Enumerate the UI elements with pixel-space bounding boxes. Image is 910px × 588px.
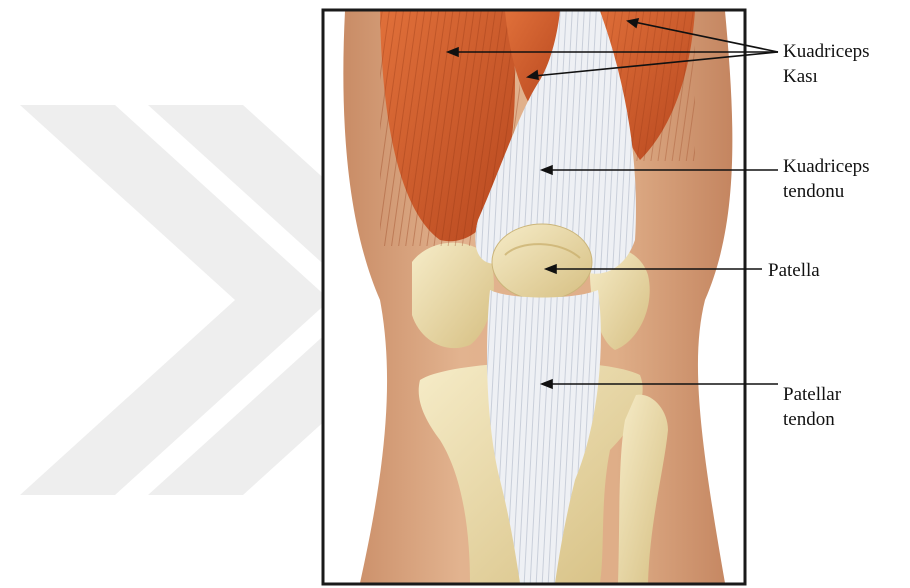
label-patella: Patella bbox=[768, 258, 820, 283]
label-patellar-tendon: Patellar tendon bbox=[783, 382, 841, 432]
label-quadriceps-tendon-line1: Kuadriceps bbox=[783, 154, 870, 179]
label-patella-line1: Patella bbox=[768, 258, 820, 283]
label-patellar-tendon-line1: Patellar bbox=[783, 382, 841, 407]
label-quadriceps-tendon: Kuadriceps tendonu bbox=[783, 154, 870, 204]
label-quadriceps-muscle-line1: Kuadriceps bbox=[783, 39, 870, 64]
label-quadriceps-tendon-line2: tendonu bbox=[783, 179, 870, 204]
label-quadriceps-muscle-line2: Kası bbox=[783, 64, 870, 89]
label-quadriceps-muscle: Kuadriceps Kası bbox=[783, 39, 870, 89]
patella-bone bbox=[492, 224, 592, 300]
label-patellar-tendon-line2: tendon bbox=[783, 407, 841, 432]
